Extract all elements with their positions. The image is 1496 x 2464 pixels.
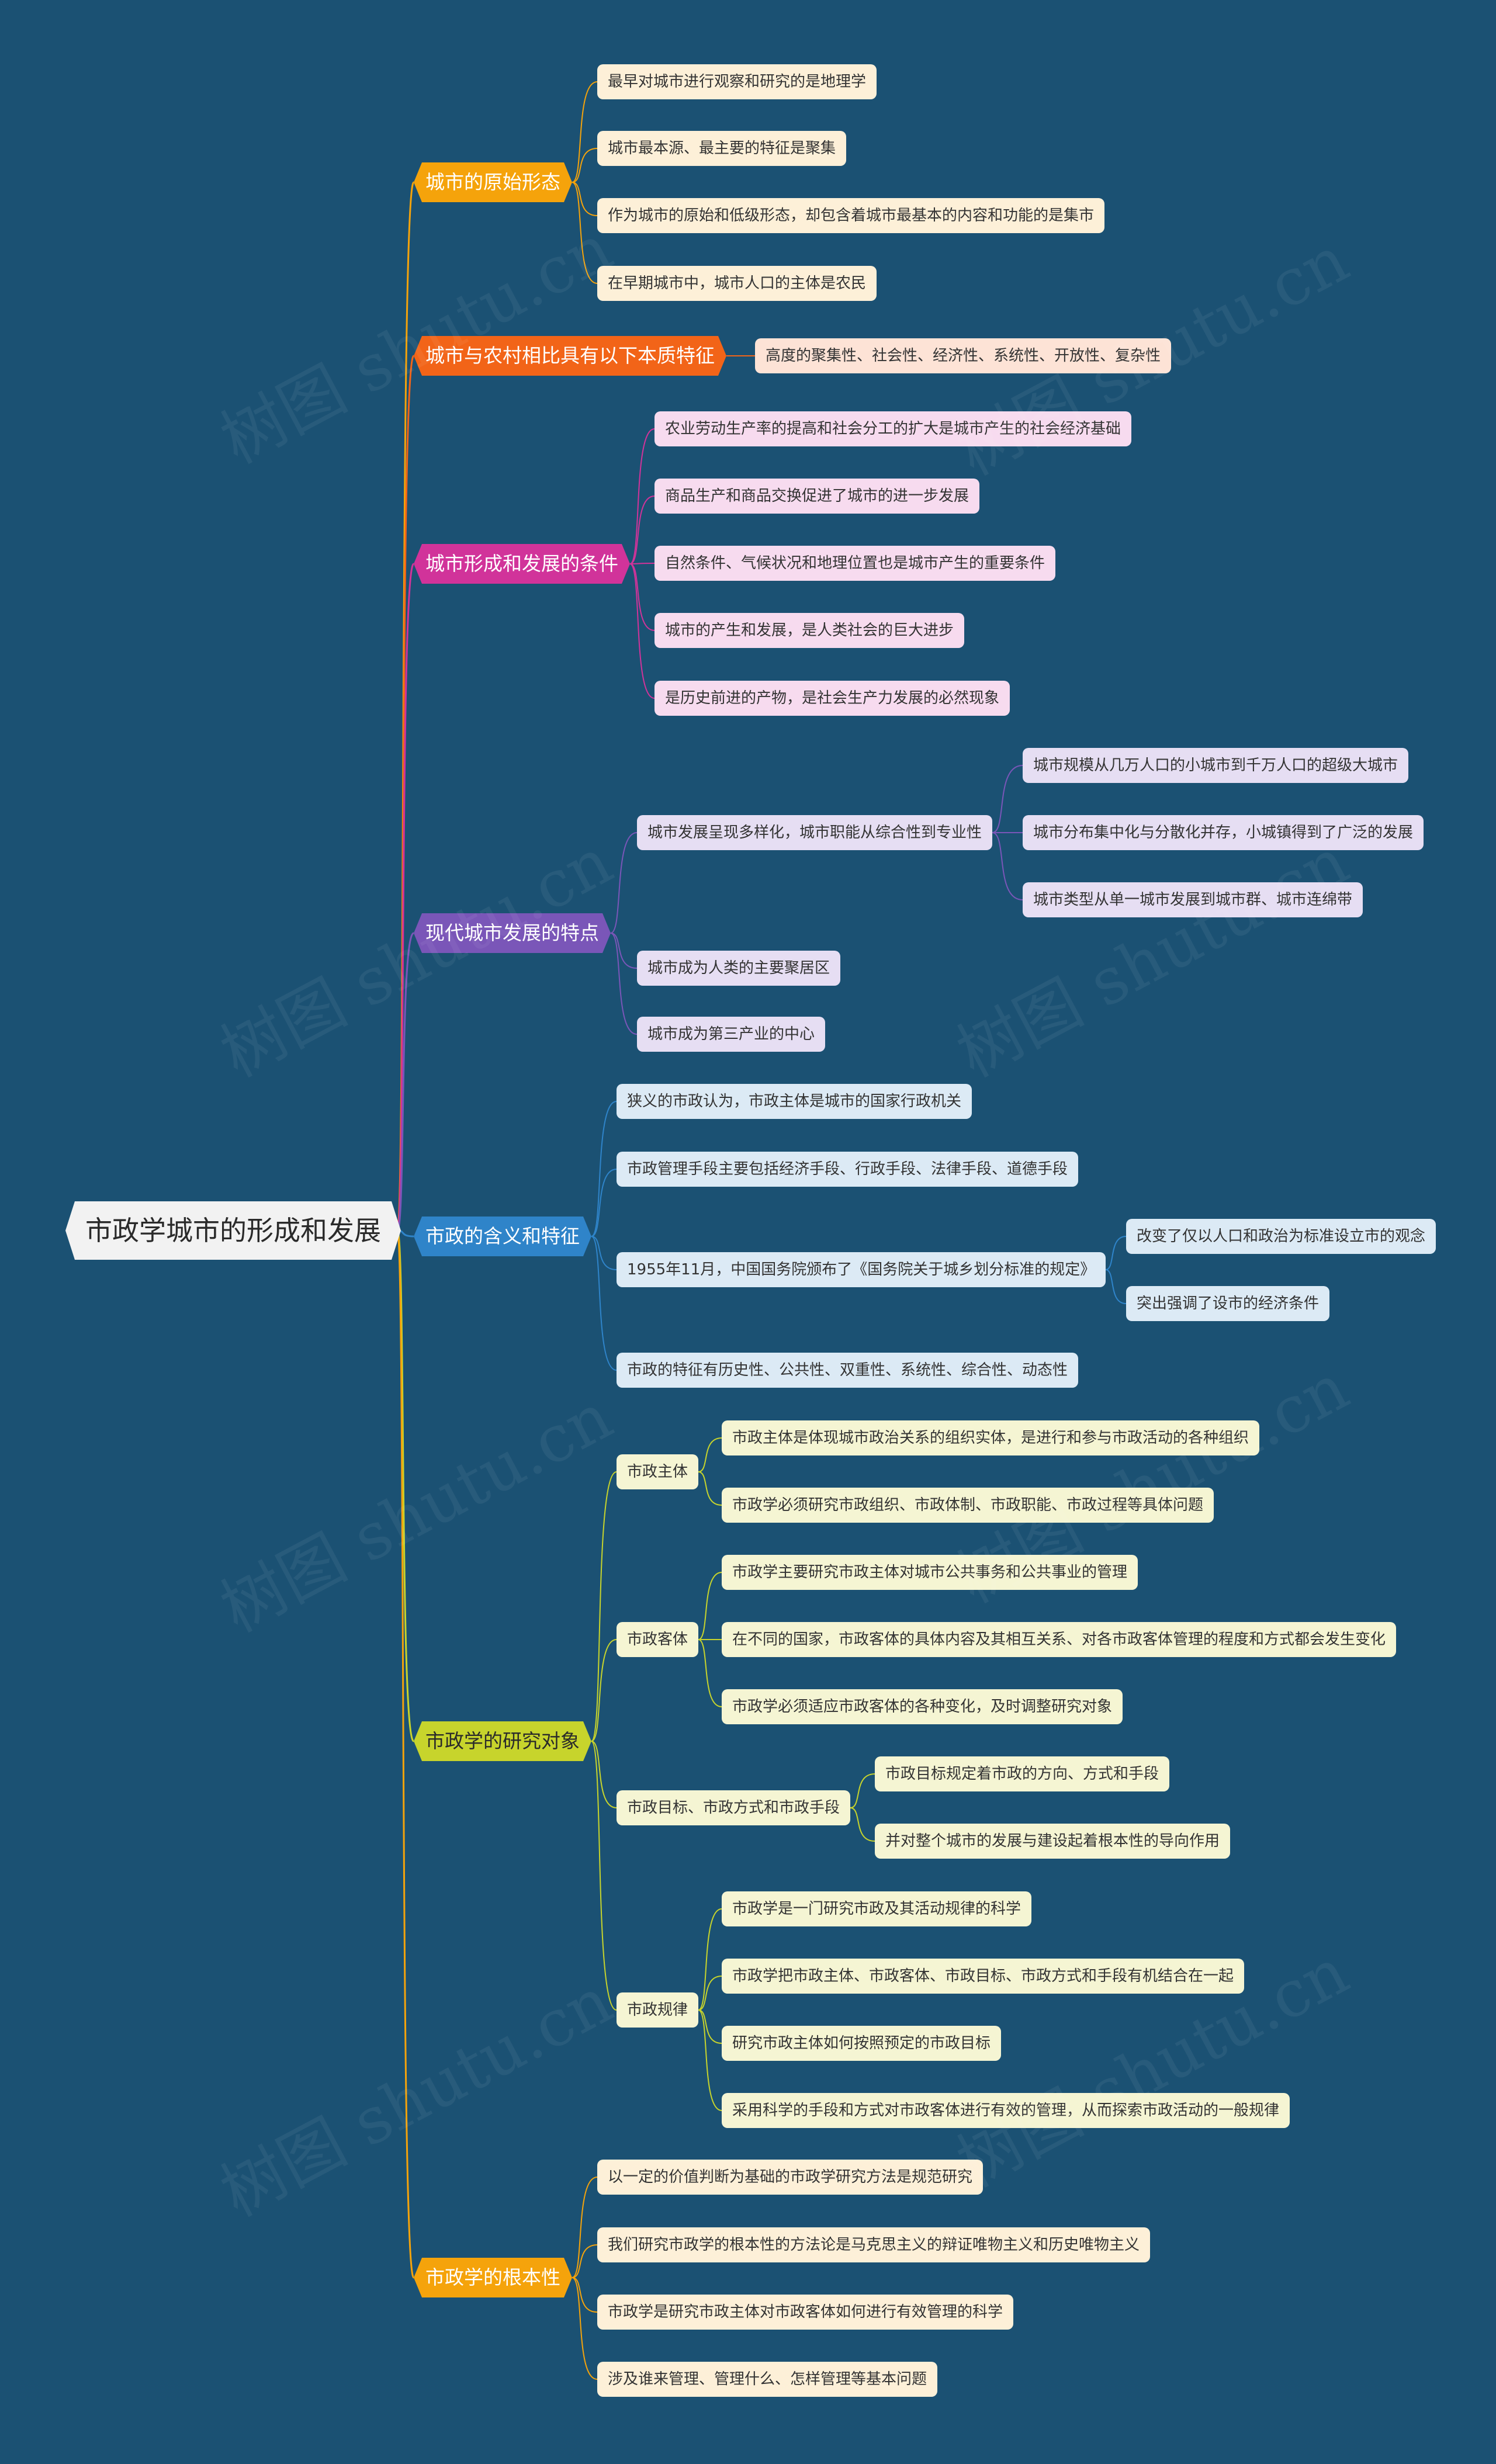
root-branch-link — [396, 1229, 415, 2279]
detail-topic[interactable]: 城市分布集中化与分散化并存，小城镇得到了广泛的发展 — [1023, 815, 1424, 850]
subtopic[interactable]: 城市最本源、最主要的特征是聚集 — [597, 131, 847, 166]
subtopic-detail-link — [992, 765, 1023, 833]
root-branch-link — [396, 932, 415, 1232]
subtopic[interactable]: 狭义的市政认为，市政主体是城市的国家行政机关 — [617, 1084, 972, 1119]
detail-topic[interactable]: 市政学主要研究市政主体对城市公共事务和公共事业的管理 — [722, 1555, 1138, 1590]
subtopic[interactable]: 在早期城市中，城市人口的主体是农民 — [597, 266, 877, 301]
root-branch-link — [396, 563, 415, 1232]
detail-topic[interactable]: 改变了仅以人口和政治为标准设立市的观念 — [1126, 1219, 1436, 1254]
branch-subtopic-link — [572, 2177, 598, 2278]
subtopic[interactable]: 市政目标、市政方式和市政手段 — [617, 1790, 851, 1825]
subtopic[interactable]: 涉及谁来管理、管理什么、怎样管理等基本问题 — [597, 2362, 938, 2397]
subtopic[interactable]: 是历史前进的产物，是社会生产力发展的必然现象 — [654, 681, 1010, 716]
subtopic[interactable]: 以一定的价值判断为基础的市政学研究方法是规范研究 — [597, 2160, 984, 2195]
subtopic[interactable]: 市政管理手段主要包括经济手段、行政手段、法律手段、道德手段 — [617, 1152, 1079, 1187]
branch-subtopic-link — [591, 1741, 617, 1808]
branch-topic[interactable]: 市政学的根本性 — [414, 2258, 572, 2297]
subtopic-detail-link — [698, 1639, 722, 1707]
subtopic-detail-link — [698, 1908, 722, 2011]
branch-subtopic-link — [572, 182, 598, 216]
branch-subtopic-link — [591, 1639, 617, 1742]
branch-topic[interactable]: 城市与农村相比具有以下本质特征 — [414, 336, 726, 376]
branch-subtopic-link — [572, 81, 598, 183]
subtopic[interactable]: 最早对城市进行观察和研究的是地理学 — [597, 64, 877, 99]
subtopic-detail-link — [698, 2009, 722, 2111]
branch-subtopic-link — [591, 1169, 617, 1237]
subtopic-detail-link — [698, 2009, 722, 2044]
subtopic-detail-link — [1105, 1236, 1127, 1270]
detail-topic[interactable]: 市政目标规定着市政的方向、方式和手段 — [875, 1756, 1170, 1791]
branch-subtopic-link — [629, 495, 655, 564]
subtopic[interactable]: 市政学是研究市政主体对市政客体如何进行有效管理的科学 — [597, 2295, 1014, 2330]
detail-topic[interactable]: 市政学把市政主体、市政客体、市政目标、市政方式和手段有机结合在一起 — [722, 1959, 1245, 1994]
branch-subtopic-link — [629, 563, 655, 631]
branch-subtopic-link — [591, 1236, 617, 1270]
branch-subtopic-link — [610, 933, 638, 969]
subtopic[interactable]: 市政主体 — [617, 1454, 699, 1489]
branch-subtopic-link — [629, 563, 655, 564]
subtopic-detail-link — [850, 1773, 875, 1808]
detail-topic[interactable]: 采用科学的手段和方式对市政客体进行有效的管理，从而探索市政活动的一般规律 — [722, 2093, 1290, 2128]
branch-subtopic-link — [629, 428, 655, 564]
branch-topic[interactable]: 城市的原始形态 — [414, 162, 572, 202]
subtopic[interactable]: 城市成为人类的主要聚居区 — [637, 951, 841, 986]
detail-topic[interactable]: 市政学必须研究市政组织、市政体制、市政职能、市政过程等具体问题 — [722, 1488, 1214, 1523]
branch-topic[interactable]: 市政学的研究对象 — [414, 1721, 591, 1761]
subtopic[interactable]: 商品生产和商品交换促进了城市的进一步发展 — [654, 479, 980, 514]
subtopic-detail-link — [698, 1471, 722, 1506]
subtopic[interactable]: 农业劳动生产率的提高和社会分工的扩大是城市产生的社会经济基础 — [654, 411, 1132, 446]
branch-subtopic-link — [572, 2244, 598, 2278]
subtopic-detail-link — [992, 832, 1023, 900]
subtopic-detail-link — [1105, 1269, 1127, 1304]
subtopic[interactable]: 我们研究市政学的根本性的方法论是马克思主义的辩证唯物主义和历史唯物主义 — [597, 2227, 1151, 2262]
branch-subtopic-link — [629, 563, 655, 699]
detail-topic[interactable]: 城市规模从几万人口的小城市到千万人口的超级大城市 — [1023, 748, 1409, 783]
subtopic[interactable]: 作为城市的原始和低级形态，却包含着城市最基本的内容和功能的是集市 — [597, 198, 1105, 233]
branch-topic[interactable]: 城市形成和发展的条件 — [414, 544, 630, 584]
detail-topic[interactable]: 在不同的国家，市政客体的具体内容及其相互关系、对各市政客体管理的程度和方式都会发… — [722, 1622, 1397, 1657]
detail-topic[interactable]: 市政学是一门研究市政及其活动规律的科学 — [722, 1891, 1032, 1926]
branch-subtopic-link — [572, 2277, 598, 2380]
subtopic[interactable]: 城市的产生和发展，是人类社会的巨大进步 — [654, 613, 965, 648]
subtopic[interactable]: 1955年11月，中国国务院颁布了《国务院关于城乡划分标准的规定》 — [617, 1252, 1106, 1287]
detail-topic[interactable]: 研究市政主体如何按照预定的市政目标 — [722, 2026, 1002, 2061]
branch-subtopic-link — [572, 2277, 598, 2313]
root-topic[interactable]: 市政学城市的形成和发展 — [65, 1201, 401, 1260]
subtopic-detail-link — [698, 1572, 722, 1640]
subtopic[interactable]: 市政规律 — [617, 1992, 699, 2028]
subtopic[interactable]: 市政的特征有历史性、公共性、双重性、系统性、综合性、动态性 — [617, 1353, 1079, 1388]
branch-subtopic-link — [572, 148, 598, 183]
branch-subtopic-link — [610, 832, 638, 934]
branch-subtopic-link — [591, 1101, 617, 1237]
detail-topic[interactable]: 并对整个城市的发展与建设起着根本性的导向作用 — [875, 1824, 1231, 1859]
branch-subtopic-link — [591, 1741, 617, 2011]
subtopic[interactable]: 高度的聚集性、社会性、经济性、系统性、开放性、复杂性 — [755, 338, 1172, 373]
branch-subtopic-link — [610, 933, 638, 1035]
detail-topic[interactable]: 突出强调了设市的经济条件 — [1126, 1286, 1330, 1321]
branch-subtopic-link — [572, 182, 598, 284]
branch-subtopic-link — [591, 1236, 617, 1371]
subtopic-detail-link — [850, 1807, 875, 1842]
subtopic-detail-link — [698, 1976, 722, 2011]
subtopic-detail-link — [698, 1437, 722, 1472]
branch-topic[interactable]: 现代城市发展的特点 — [414, 913, 611, 953]
detail-topic[interactable]: 城市类型从单一城市发展到城市群、城市连绵带 — [1023, 882, 1363, 917]
subtopic[interactable]: 城市发展呈现多样化，城市职能从综合性到专业性 — [637, 815, 993, 850]
branch-topic[interactable]: 市政的含义和特征 — [414, 1217, 591, 1256]
subtopic[interactable]: 市政客体 — [617, 1622, 699, 1657]
branch-subtopic-link — [591, 1471, 617, 1742]
subtopic[interactable]: 自然条件、气候状况和地理位置也是城市产生的重要条件 — [654, 546, 1056, 581]
detail-topic[interactable]: 市政主体是体现城市政治关系的组织实体，是进行和参与市政活动的各种组织 — [722, 1420, 1260, 1455]
detail-topic[interactable]: 市政学必须适应市政客体的各种变化，及时调整研究对象 — [722, 1689, 1123, 1724]
subtopic[interactable]: 城市成为第三产业的中心 — [637, 1017, 826, 1052]
